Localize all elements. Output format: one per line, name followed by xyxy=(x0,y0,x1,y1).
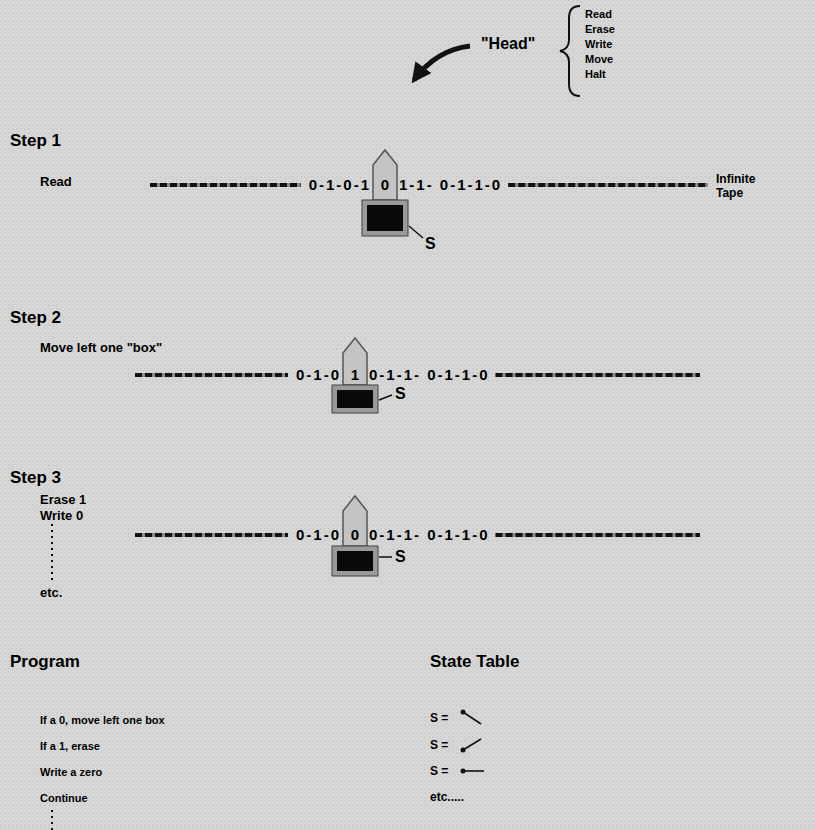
state-entry: S = xyxy=(430,765,448,779)
tape xyxy=(508,183,708,187)
tape xyxy=(135,533,288,537)
head-function: Halt xyxy=(585,68,606,81)
state-entry: S = xyxy=(430,712,448,726)
tape xyxy=(496,533,700,537)
state-label: S xyxy=(425,235,436,253)
section-heading: Program xyxy=(10,652,80,672)
tape-label: Infinite Tape xyxy=(716,173,778,201)
tape xyxy=(150,183,301,187)
program-line: Continue xyxy=(40,792,88,805)
action-label: Read xyxy=(40,175,72,190)
tape xyxy=(150,183,301,187)
step-heading: Step 3 xyxy=(10,468,61,488)
dotted-line xyxy=(51,810,53,830)
head-function: Write xyxy=(585,38,612,51)
action-label: etc. xyxy=(40,586,62,601)
tape-symbols: 0-1-0 xyxy=(296,366,341,383)
step-heading: Step 2 xyxy=(10,308,61,328)
switch-symbol xyxy=(461,710,482,725)
tape-symbols: 0-1-1- 0-1-1-0 xyxy=(369,526,490,543)
leader-line xyxy=(409,226,423,238)
tape-symbols: 0-1-1- 0-1-1-0 xyxy=(369,366,490,383)
program-line: Write a zero xyxy=(40,766,102,779)
section-heading: State Table xyxy=(430,652,519,672)
step-heading: Step 1 xyxy=(10,131,61,151)
tape xyxy=(135,373,288,377)
head-label: "Head" xyxy=(481,35,535,53)
switch-symbol xyxy=(461,769,485,774)
tape xyxy=(496,373,700,377)
tape-symbols: 0-1-0-1 xyxy=(309,176,371,193)
action-label: Move left one "box" xyxy=(40,341,162,356)
action-label: Erase 1 xyxy=(40,493,86,508)
state-label: S xyxy=(395,385,406,403)
action-label: Write 0 xyxy=(40,509,83,524)
program-line: If a 1, erase xyxy=(40,740,100,753)
brace xyxy=(560,6,580,96)
head-function: Move xyxy=(585,53,613,66)
tape-cell: 1 xyxy=(351,366,359,383)
tape-dashes xyxy=(135,185,708,535)
pointer-arrow xyxy=(414,46,470,80)
tape xyxy=(496,373,700,377)
dotted-line xyxy=(51,524,53,580)
tape xyxy=(135,533,288,537)
switch-symbol xyxy=(461,739,482,753)
tape-symbols: 1-1- 0-1-1-0 xyxy=(399,176,502,193)
tape xyxy=(496,533,700,537)
head-function: Read xyxy=(585,8,612,21)
tape-cell: 0 xyxy=(381,176,389,193)
leader-line xyxy=(379,395,392,400)
tape-cell: 0 xyxy=(351,526,359,543)
tape-symbols: 0-1-0 xyxy=(296,526,341,543)
state-label: S xyxy=(395,548,406,566)
leader-line xyxy=(379,556,392,558)
head-function: Erase xyxy=(585,23,615,36)
tape xyxy=(135,373,288,377)
program-line: If a 0, move left one box xyxy=(40,714,165,727)
state-entry: S = xyxy=(430,739,448,753)
heads xyxy=(332,150,408,576)
state-entry: etc..... xyxy=(430,791,464,805)
tape xyxy=(508,183,708,187)
